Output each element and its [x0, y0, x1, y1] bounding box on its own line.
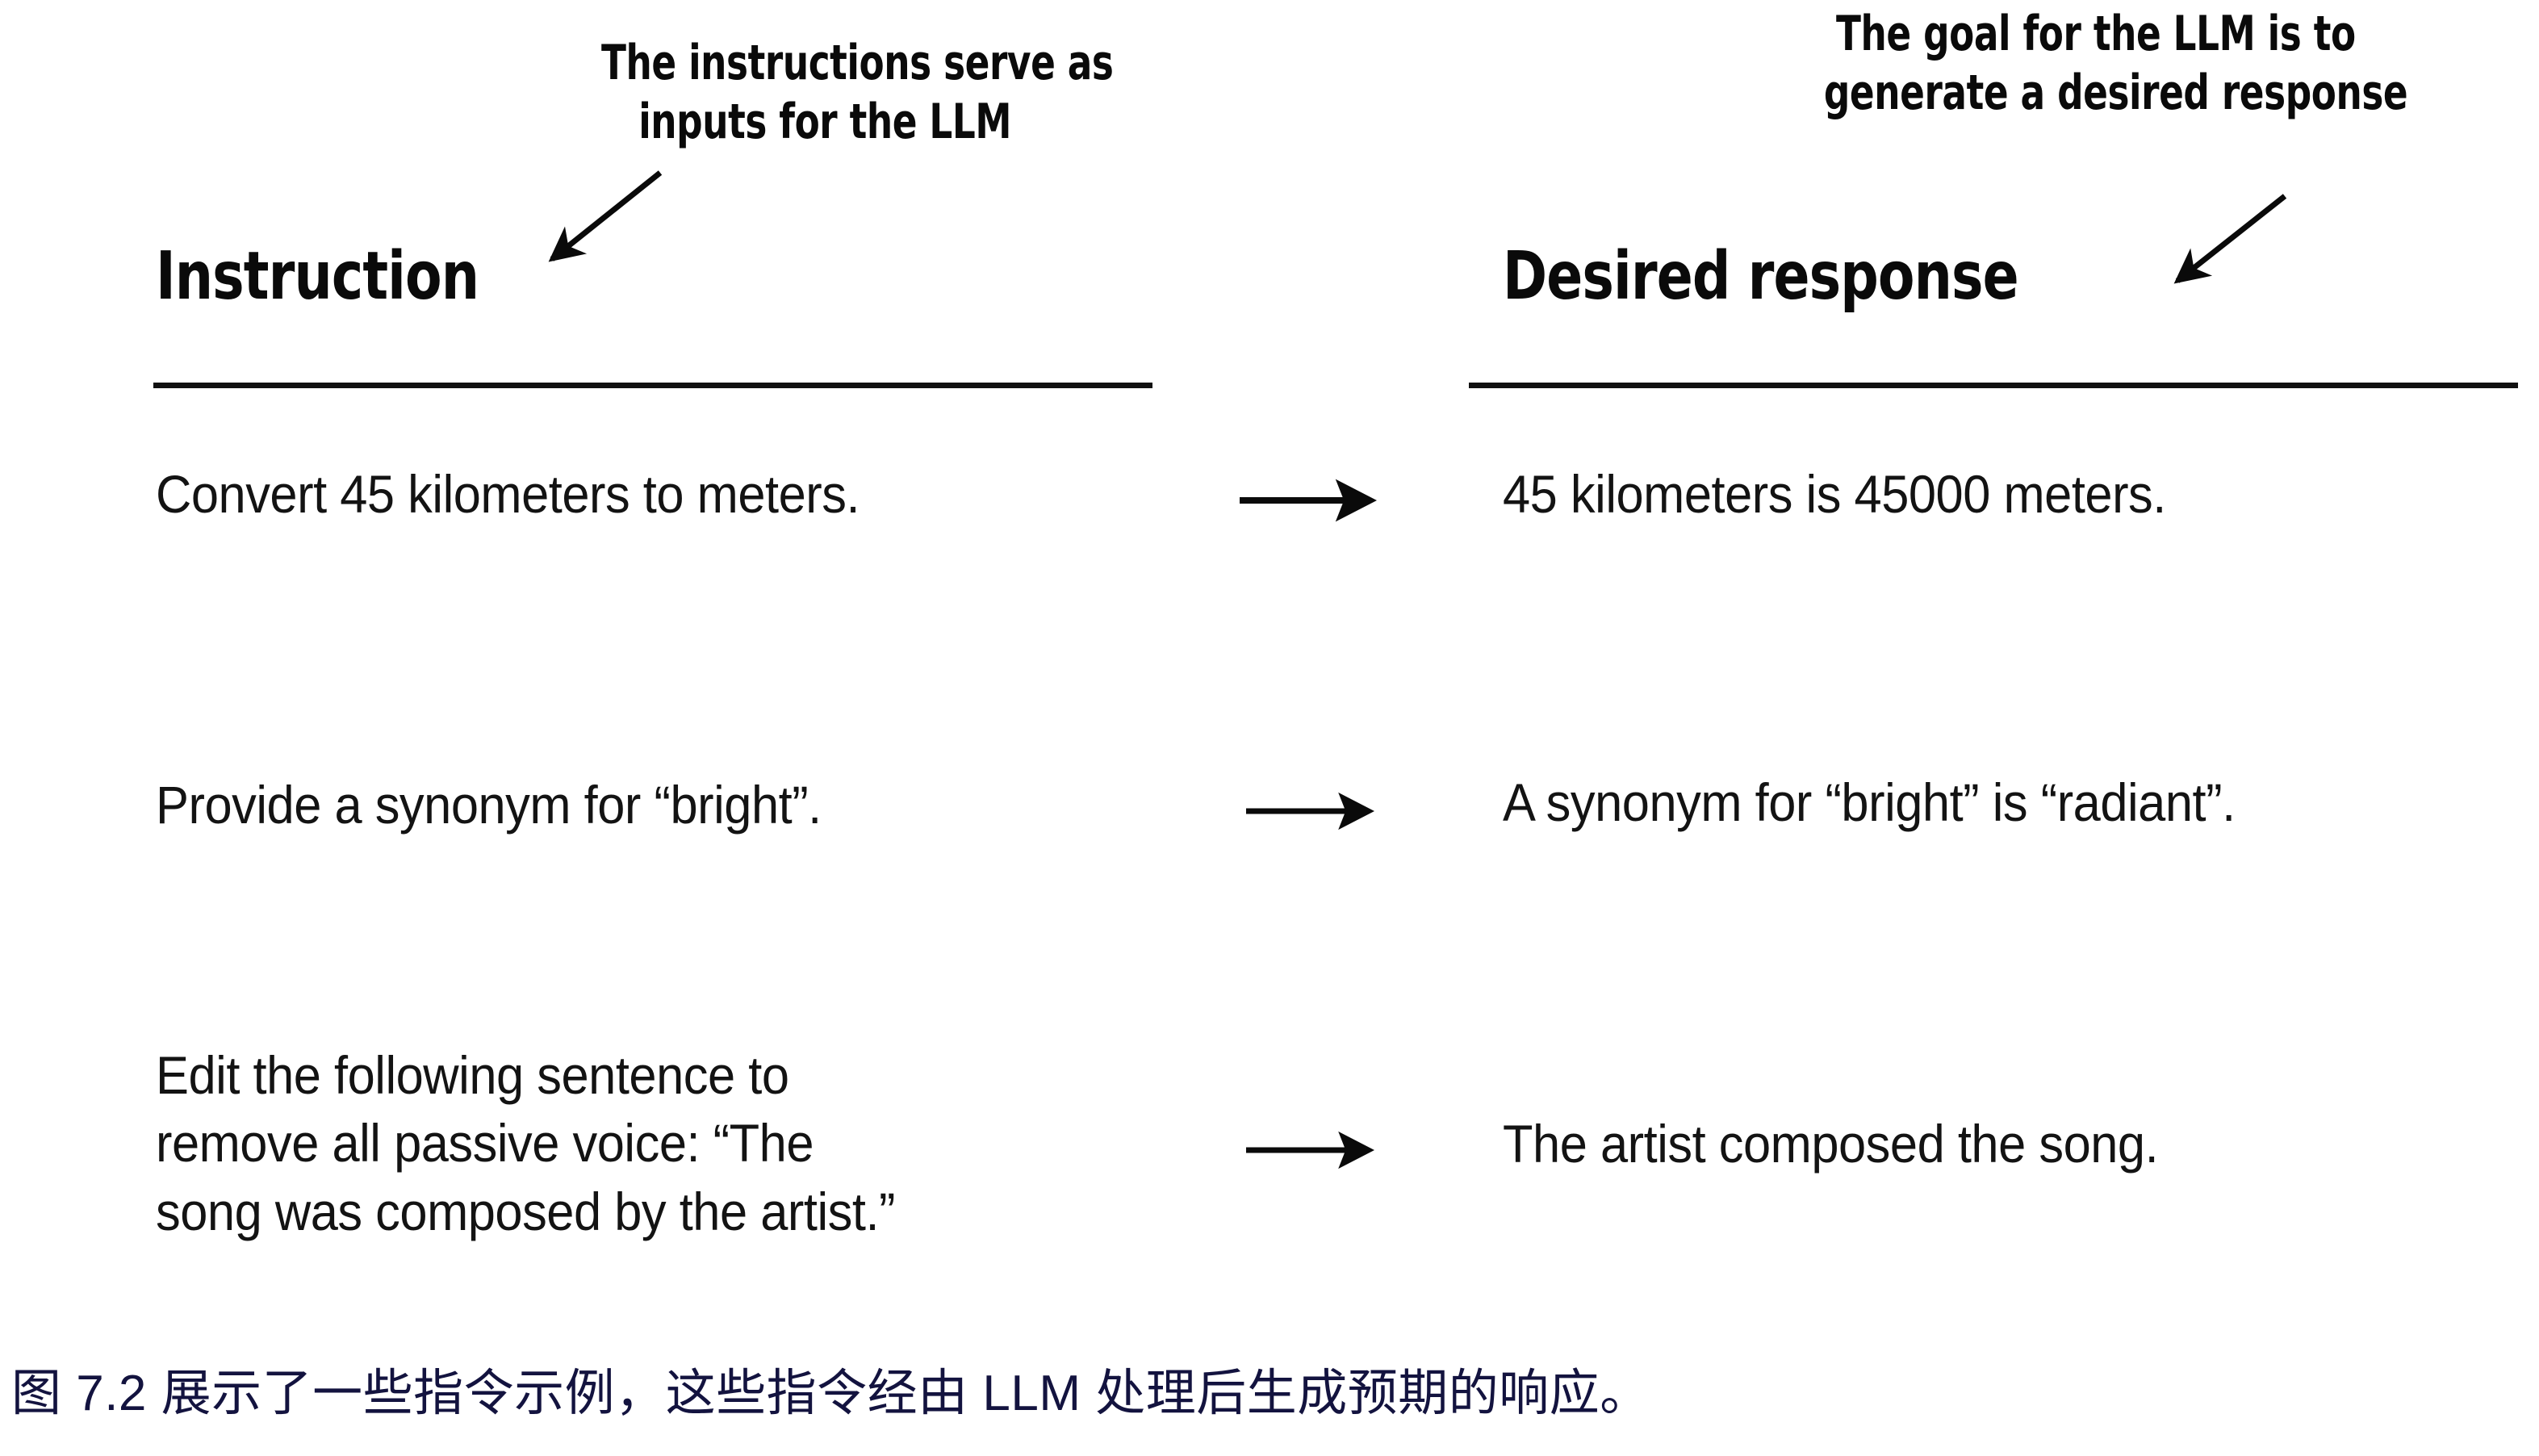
- table-row-response: 45 kilometers is 45000 meters.: [1503, 464, 2166, 524]
- table-row-instruction: Convert 45 kilometers to meters.: [156, 464, 860, 524]
- flow-arrow-icon: [1240, 479, 1378, 522]
- table-row-instruction: Edit the following sentence to remove al…: [156, 1045, 896, 1241]
- instruction-callout-line-2: inputs for the LLM: [638, 94, 1012, 151]
- response-callout-line-2: generate a desired response: [1823, 65, 2408, 122]
- instruction-callout-arrow-icon: [548, 170, 663, 262]
- response-callout-arrow-icon: [2173, 194, 2287, 284]
- table-row-response: The artist composed the song.: [1503, 1114, 2159, 1174]
- header-rule-right: [1469, 383, 2518, 388]
- figure-caption: 图 7.2 展示了一些指令示例，这些指令经由 LLM 处理后生成预期的响应。: [11, 1366, 1650, 1421]
- instruction-callout-text: The instructions serve as inputs for the…: [601, 34, 1114, 152]
- header-rule-left: [153, 383, 1152, 388]
- flow-arrow-icon: [1246, 1131, 1375, 1169]
- response-callout-line-1: The goal for the LLM is to: [1836, 6, 2356, 62]
- column-header-desired-response: Desired response: [1503, 238, 2019, 315]
- column-header-instruction: Instruction: [156, 238, 479, 315]
- instruction-callout-line-1: The instructions serve as: [601, 35, 1114, 91]
- table-row-instruction: Provide a synonym for “bright”.: [156, 775, 822, 835]
- response-callout-text: The goal for the LLM is to generate a de…: [1824, 5, 2408, 123]
- table-row-response: A synonym for “bright” is “radiant”.: [1503, 772, 2236, 832]
- flow-arrow-icon: [1246, 792, 1375, 831]
